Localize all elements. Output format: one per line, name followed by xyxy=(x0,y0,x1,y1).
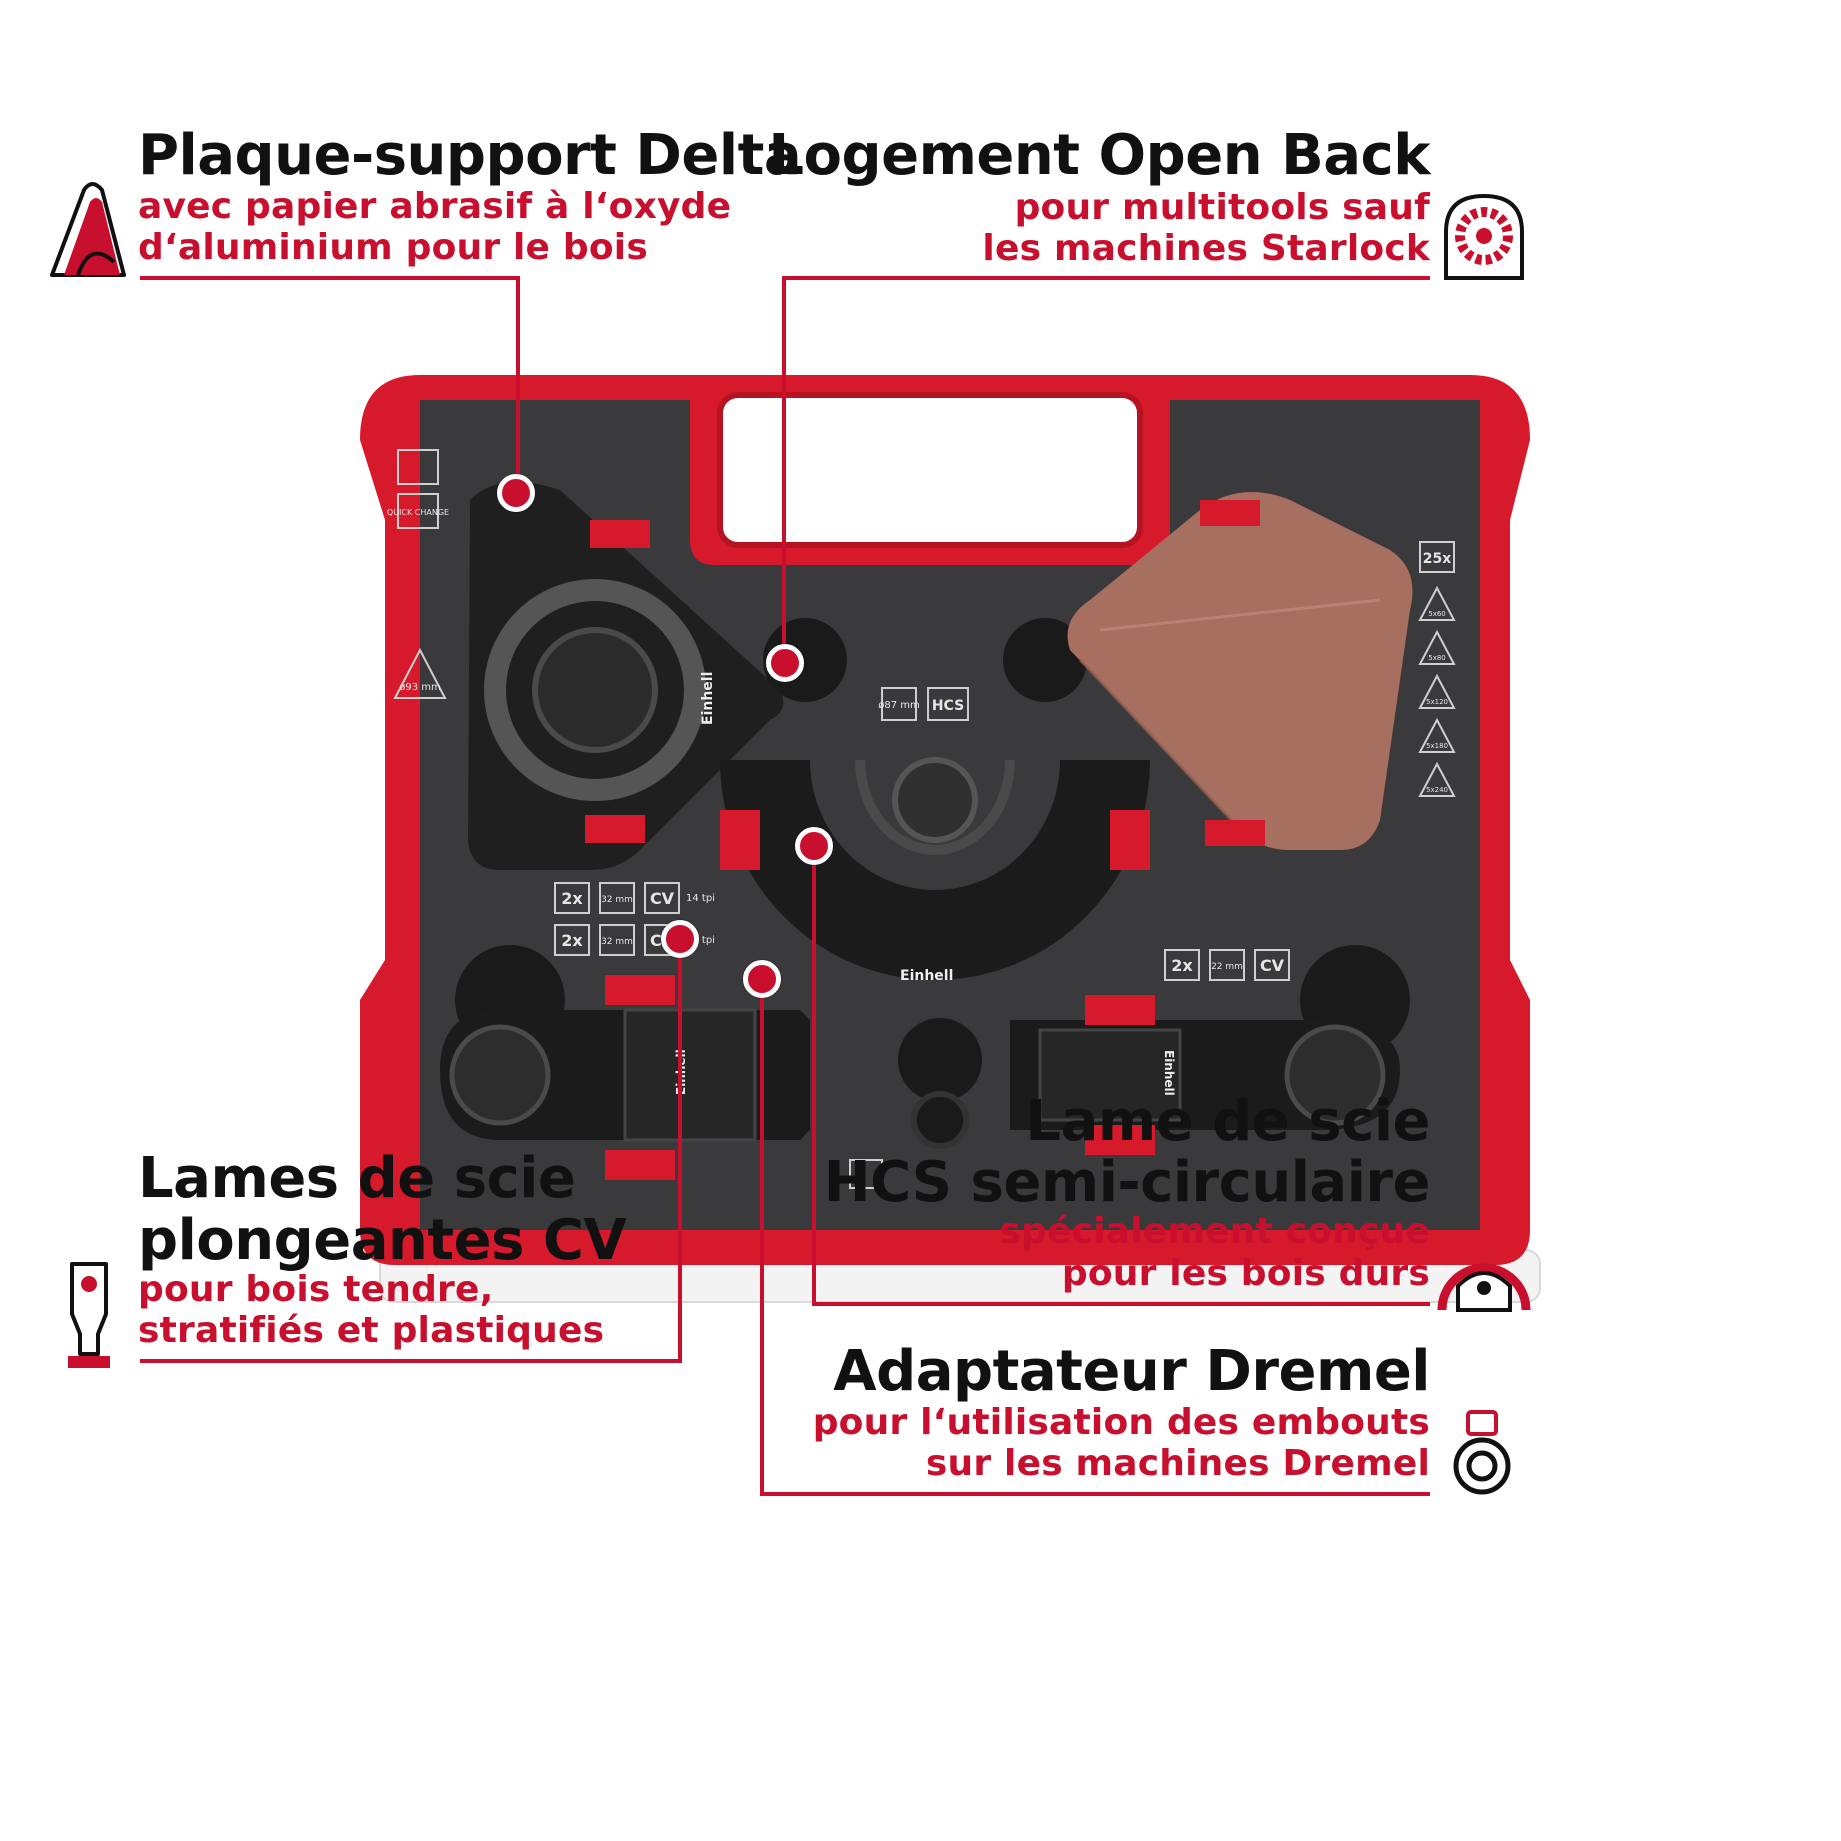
sanding-paper-stack xyxy=(1067,492,1413,850)
cv-tpi: 14 tpi xyxy=(686,893,715,904)
hcs-label: HCS xyxy=(932,698,964,714)
cv-blade-right-brand: Einhell xyxy=(1162,1050,1176,1096)
leader-hcs-v xyxy=(812,843,816,1306)
hcs-dia-label: ø87 mm xyxy=(878,700,920,711)
cv-size: 22 mm xyxy=(1211,962,1243,972)
grit-label: 5x60 xyxy=(1428,610,1446,618)
cv-title-2: plongeantes CV xyxy=(138,1208,627,1273)
hcs-sub-1: spécialement conçue xyxy=(999,1211,1430,1252)
marker-delta xyxy=(497,474,535,512)
grit-label: 5x120 xyxy=(1426,698,1448,706)
marker-openback xyxy=(766,644,804,682)
plunge-blade-icon xyxy=(68,1262,110,1368)
leader-cv-h xyxy=(140,1359,682,1363)
hcs-sub-2: pour les bois durs xyxy=(1061,1253,1430,1294)
leader-hcs-h xyxy=(812,1302,1430,1306)
leader-delta-v xyxy=(516,276,520,488)
delta-brand: Einhell xyxy=(700,672,716,725)
dremel-sub-1: pour l‘utilisation des embouts xyxy=(812,1402,1430,1443)
dremel-sub-2: sur les machines Dremel xyxy=(925,1443,1430,1484)
leader-dremel-v xyxy=(760,976,764,1496)
hcs-title-1: Lame de scie xyxy=(1025,1089,1430,1154)
qty-25-label: 25x xyxy=(1423,551,1452,567)
quick-change-label: QUICK CHANGE xyxy=(387,508,449,517)
cv-sub-1: pour bois tendre, xyxy=(138,1269,494,1310)
open-back-icon xyxy=(1444,193,1524,280)
cv-size: 32 mm xyxy=(601,895,633,905)
cv-size: 32 mm xyxy=(601,937,633,947)
semicircular-blade-icon xyxy=(1437,1263,1531,1312)
leader-openback-v xyxy=(782,276,786,660)
leader-openback-h xyxy=(782,276,1430,280)
openback-title: Logement Open Back xyxy=(768,123,1430,188)
marker-hcs xyxy=(795,827,833,865)
delta-sub-1: avec papier abrasif à l‘oxyde xyxy=(138,186,732,227)
delta-size-label: ø93 mm xyxy=(399,682,441,693)
leader-delta-h xyxy=(140,276,520,280)
marker-dremel xyxy=(743,960,781,998)
dremel-title: Adaptateur Dremel xyxy=(833,1339,1430,1404)
hcs-brand: Einhell xyxy=(900,968,953,984)
grit-label: 5x180 xyxy=(1426,742,1448,750)
cv-tpi: 18 tpi xyxy=(686,935,715,946)
cv-title-1: Lames de scie xyxy=(138,1146,576,1211)
cv-type: CV xyxy=(650,889,675,908)
dremel-adapter-icon xyxy=(1453,1410,1511,1495)
hcs-title-2: HCS semi-circulaire xyxy=(823,1150,1431,1215)
dremel-adapter xyxy=(898,1018,982,1102)
cv-qty: 2x xyxy=(561,889,583,908)
openback-sub-2: les machines Starlock xyxy=(982,228,1430,269)
grit-label: 5x240 xyxy=(1426,786,1448,794)
case-handle-opening xyxy=(717,392,1143,548)
cv-row-1: 2x 32 mm CV 14 tpi xyxy=(554,882,715,914)
leader-cv-v xyxy=(678,938,682,1363)
grit-label: 5x80 xyxy=(1428,654,1446,662)
leader-dremel-h xyxy=(760,1492,1430,1496)
cv-qty: 2x xyxy=(1171,956,1193,975)
grit-labels: 5x60 5x80 5x120 5x180 5x240 xyxy=(1418,585,1456,797)
delta-sub-2: d‘aluminium pour le bois xyxy=(138,227,648,268)
openback-sub-1: pour multitools sauf xyxy=(1014,187,1430,228)
cv-type: CV xyxy=(1260,956,1285,975)
marker-cv xyxy=(661,920,699,958)
cv-qty: 2x xyxy=(561,931,583,950)
delta-title: Plaque-support Delta xyxy=(138,123,802,188)
cv-sub-2: stratifiés et plastiques xyxy=(138,1310,605,1351)
cv-row-3: 2x 22 mm CV xyxy=(1164,949,1290,981)
delta-sanding-icon xyxy=(50,182,126,277)
